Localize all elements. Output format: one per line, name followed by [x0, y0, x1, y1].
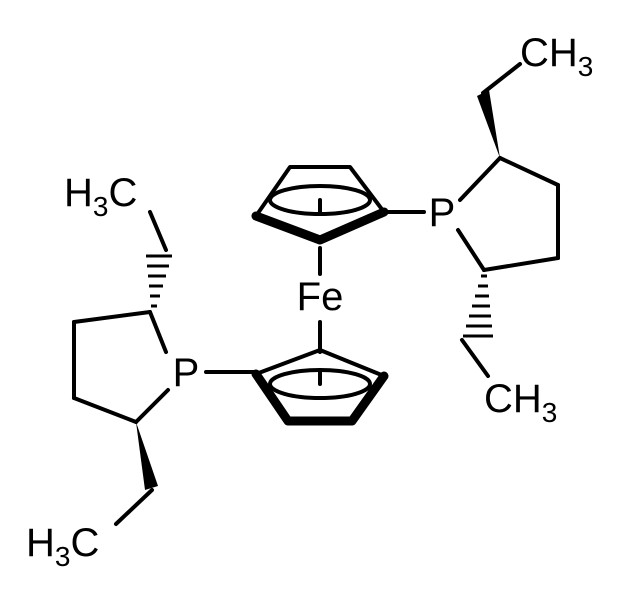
phosphorus-right-label: P — [429, 191, 456, 235]
phosphorus-left-label: P — [173, 351, 200, 395]
ring-bond — [72, 310, 152, 324]
lower-cp-front-edge — [251, 369, 389, 426]
ring-bond — [482, 256, 560, 272]
p-left-c2-bond — [148, 310, 168, 354]
ethyl-bond — [460, 338, 490, 378]
p-right-c2-bond — [458, 156, 502, 202]
ring-bond — [72, 396, 138, 424]
left-phospholane — [72, 210, 258, 526]
wedge-bond — [136, 422, 158, 490]
upper-cp-front-edge — [251, 207, 389, 245]
methyl-left-upper-label: H3C — [64, 171, 137, 222]
methyl-top-right-label: CH3 — [520, 31, 593, 82]
p-left-c5-bond — [134, 388, 170, 424]
wedge-bond — [477, 90, 500, 158]
iron-atom-label: Fe — [297, 275, 344, 319]
hashed-bond — [146, 254, 172, 308]
ethyl-bond — [148, 210, 168, 252]
ethyl-bond — [481, 62, 522, 95]
p-right-c5-bond — [456, 228, 486, 272]
hashed-bond — [463, 274, 493, 338]
methyl-left-lower-label: H3C — [26, 521, 99, 572]
ring-bond — [498, 156, 560, 187]
lower-cp-ring — [251, 348, 389, 426]
ethyl-bond — [114, 488, 154, 526]
upper-cp-ring — [251, 165, 389, 245]
methyl-right-lower-label: CH3 — [484, 377, 557, 428]
right-phospholane — [382, 62, 560, 378]
